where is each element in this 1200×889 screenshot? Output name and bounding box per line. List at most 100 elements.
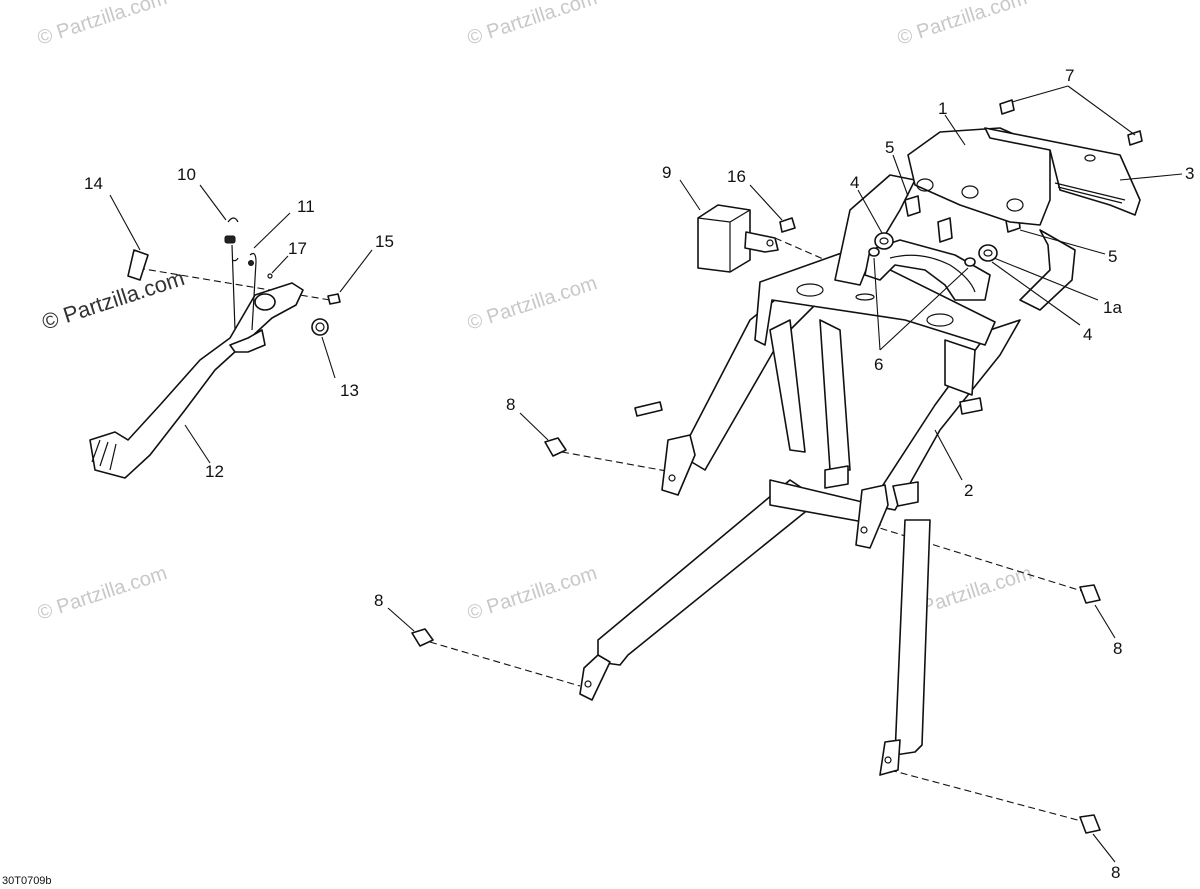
frame-strut xyxy=(769,319,806,453)
leader xyxy=(387,607,415,632)
watermark: © Partzilla.com xyxy=(895,0,1030,50)
callout-1: 1 xyxy=(938,99,947,118)
callout-8: 8 xyxy=(1111,863,1120,882)
spring-bracket xyxy=(229,329,266,353)
tail-cover xyxy=(907,127,1051,226)
bolt xyxy=(544,437,567,457)
spacer xyxy=(937,217,953,243)
callout-8: 8 xyxy=(1113,639,1122,658)
leader xyxy=(271,255,289,274)
callout-5: 5 xyxy=(885,138,894,157)
watermark: © Partzilla.com xyxy=(39,265,188,335)
frame-bracket xyxy=(892,481,919,507)
module-bracket xyxy=(744,231,779,253)
bolt-axis xyxy=(889,769,1086,823)
rubber-grommet xyxy=(874,232,894,250)
leader xyxy=(934,429,963,481)
leader xyxy=(1094,604,1116,639)
callout-3: 3 xyxy=(1185,164,1194,183)
leader xyxy=(184,424,211,464)
tail-bracket xyxy=(864,239,991,301)
bolt-axis xyxy=(429,641,581,687)
frame-upper-hoop-right xyxy=(1019,229,1076,311)
frame-tab xyxy=(634,401,663,417)
watermark: © Partzilla.com xyxy=(35,562,170,625)
leader xyxy=(519,412,549,441)
leader xyxy=(991,261,1081,326)
frame-tube-right-lower xyxy=(894,519,931,756)
spring-pin xyxy=(249,252,257,331)
callout-9: 9 xyxy=(662,163,671,182)
bolt xyxy=(1079,584,1101,604)
bolt xyxy=(1079,814,1101,834)
leader xyxy=(749,184,783,221)
leader xyxy=(199,184,227,221)
washer xyxy=(964,257,976,267)
bolt xyxy=(1127,130,1143,146)
callout-17: 17 xyxy=(288,239,307,258)
leader xyxy=(892,154,909,197)
watermark: © Partzilla.com xyxy=(465,0,600,50)
bolt-axis xyxy=(561,451,673,473)
leader xyxy=(1119,173,1183,181)
rear-frame-assembly xyxy=(387,85,1183,863)
return-spring xyxy=(224,217,239,331)
callout-15: 15 xyxy=(375,232,394,251)
leader xyxy=(1011,85,1136,136)
callout-11: 11 xyxy=(297,197,315,216)
callout-1a: 1a xyxy=(1103,298,1122,317)
callout-5: 5 xyxy=(1108,247,1117,266)
watermark: © Partzilla.com xyxy=(465,272,600,335)
leader xyxy=(321,336,336,379)
watermark: © Partzilla.com xyxy=(465,562,600,625)
brake-pedal xyxy=(89,282,304,479)
callout-10: 10 xyxy=(177,165,196,184)
callout-16: 16 xyxy=(727,167,746,186)
mounting-plate-side xyxy=(944,339,976,396)
bolt xyxy=(411,628,434,647)
reflector-rail xyxy=(984,127,1141,216)
callout-8: 8 xyxy=(374,591,383,610)
frame-bracket xyxy=(824,465,849,489)
callout-7: 7 xyxy=(1065,66,1074,85)
frame-bracket xyxy=(661,434,696,496)
brake-pedal-assembly xyxy=(89,184,373,479)
pedal-pivot xyxy=(254,293,276,311)
callout-4: 4 xyxy=(1083,325,1092,344)
spacer xyxy=(904,195,921,217)
mounting-plate xyxy=(754,249,996,346)
pedal-grip-teeth xyxy=(91,439,117,471)
retaining-clip xyxy=(127,249,149,281)
leader xyxy=(993,257,1099,301)
rubber-grommet xyxy=(978,244,998,262)
leader xyxy=(857,189,883,234)
frame-strut xyxy=(819,319,851,471)
pin-hole xyxy=(248,260,254,266)
electronic-module xyxy=(697,204,751,273)
leader xyxy=(109,194,141,251)
washer xyxy=(868,247,880,257)
leader xyxy=(253,212,291,249)
frame-bracket xyxy=(855,484,889,549)
bushing xyxy=(311,318,329,336)
leader xyxy=(679,179,701,211)
frame-lug xyxy=(579,654,611,701)
callout-2: 2 xyxy=(964,481,973,500)
leader xyxy=(944,114,966,146)
callout-12: 12 xyxy=(205,462,224,481)
callout-6: 6 xyxy=(874,355,883,374)
frame-tab xyxy=(959,397,983,415)
bolt xyxy=(999,99,1015,115)
leader xyxy=(873,257,969,351)
callout-labels: 14 10 11 17 15 13 12 1 7 3 5 4 5 1a 4 6 … xyxy=(2,66,1194,887)
watermark: © Partzilla.com xyxy=(35,0,170,50)
callout-8: 8 xyxy=(506,395,515,414)
diagram-code: 30T0709b xyxy=(2,875,52,887)
cap xyxy=(327,293,341,305)
leader xyxy=(1092,833,1116,863)
callout-14: 14 xyxy=(84,174,103,193)
screw xyxy=(779,217,796,233)
callout-13: 13 xyxy=(340,381,359,400)
cotter-pin xyxy=(267,273,273,279)
